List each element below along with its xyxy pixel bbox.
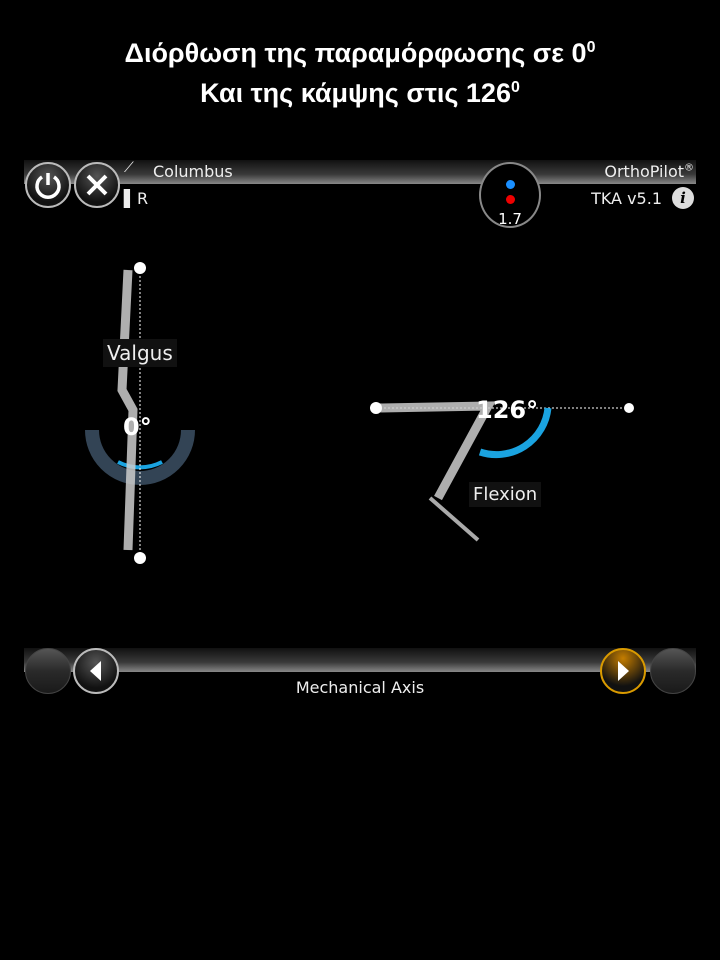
power-button[interactable] <box>25 162 71 208</box>
tracker-visibility: 1.7 <box>479 162 541 228</box>
flexion-angle: 126° <box>476 396 539 424</box>
tracker-value: 1.7 <box>498 210 522 228</box>
arrow-left-icon <box>90 661 101 681</box>
frontal-leg-image <box>85 262 195 564</box>
tracker-dot-red <box>506 195 515 204</box>
tracker-dot-blue <box>506 180 515 189</box>
sagittal-leg-image <box>370 401 634 542</box>
side-indicator: R <box>137 189 149 208</box>
info-icon[interactable]: i <box>672 187 694 209</box>
person-icon: ▌ <box>124 189 137 208</box>
leg-icon: ⟋ <box>124 160 134 176</box>
tools-button[interactable] <box>74 162 120 208</box>
step-label: Mechanical Axis <box>295 678 425 697</box>
next-button[interactable] <box>600 648 646 694</box>
brand: OrthoPilot® <box>604 162 694 181</box>
disabled-button-right <box>650 648 696 694</box>
leg-views <box>85 262 634 564</box>
power-icon <box>35 173 61 199</box>
version: TKA v5.1 <box>591 189 662 208</box>
heading-line1: Διόρθωση της παραμόρφωσης σε 00 <box>124 38 596 68</box>
header-bar <box>24 160 696 184</box>
arrow-right-icon <box>618 661 629 681</box>
valgus-label: Valgus <box>103 339 177 367</box>
tools-icon <box>86 174 108 196</box>
heading-line2: Και της κάμψης στις 1260 <box>200 78 520 108</box>
footer-bar <box>24 648 696 672</box>
disabled-button-left <box>25 648 71 694</box>
valgus-angle: 0° <box>123 413 152 441</box>
flexion-label: Flexion <box>469 482 542 507</box>
patient-name: Columbus <box>153 162 233 181</box>
back-button[interactable] <box>73 648 119 694</box>
